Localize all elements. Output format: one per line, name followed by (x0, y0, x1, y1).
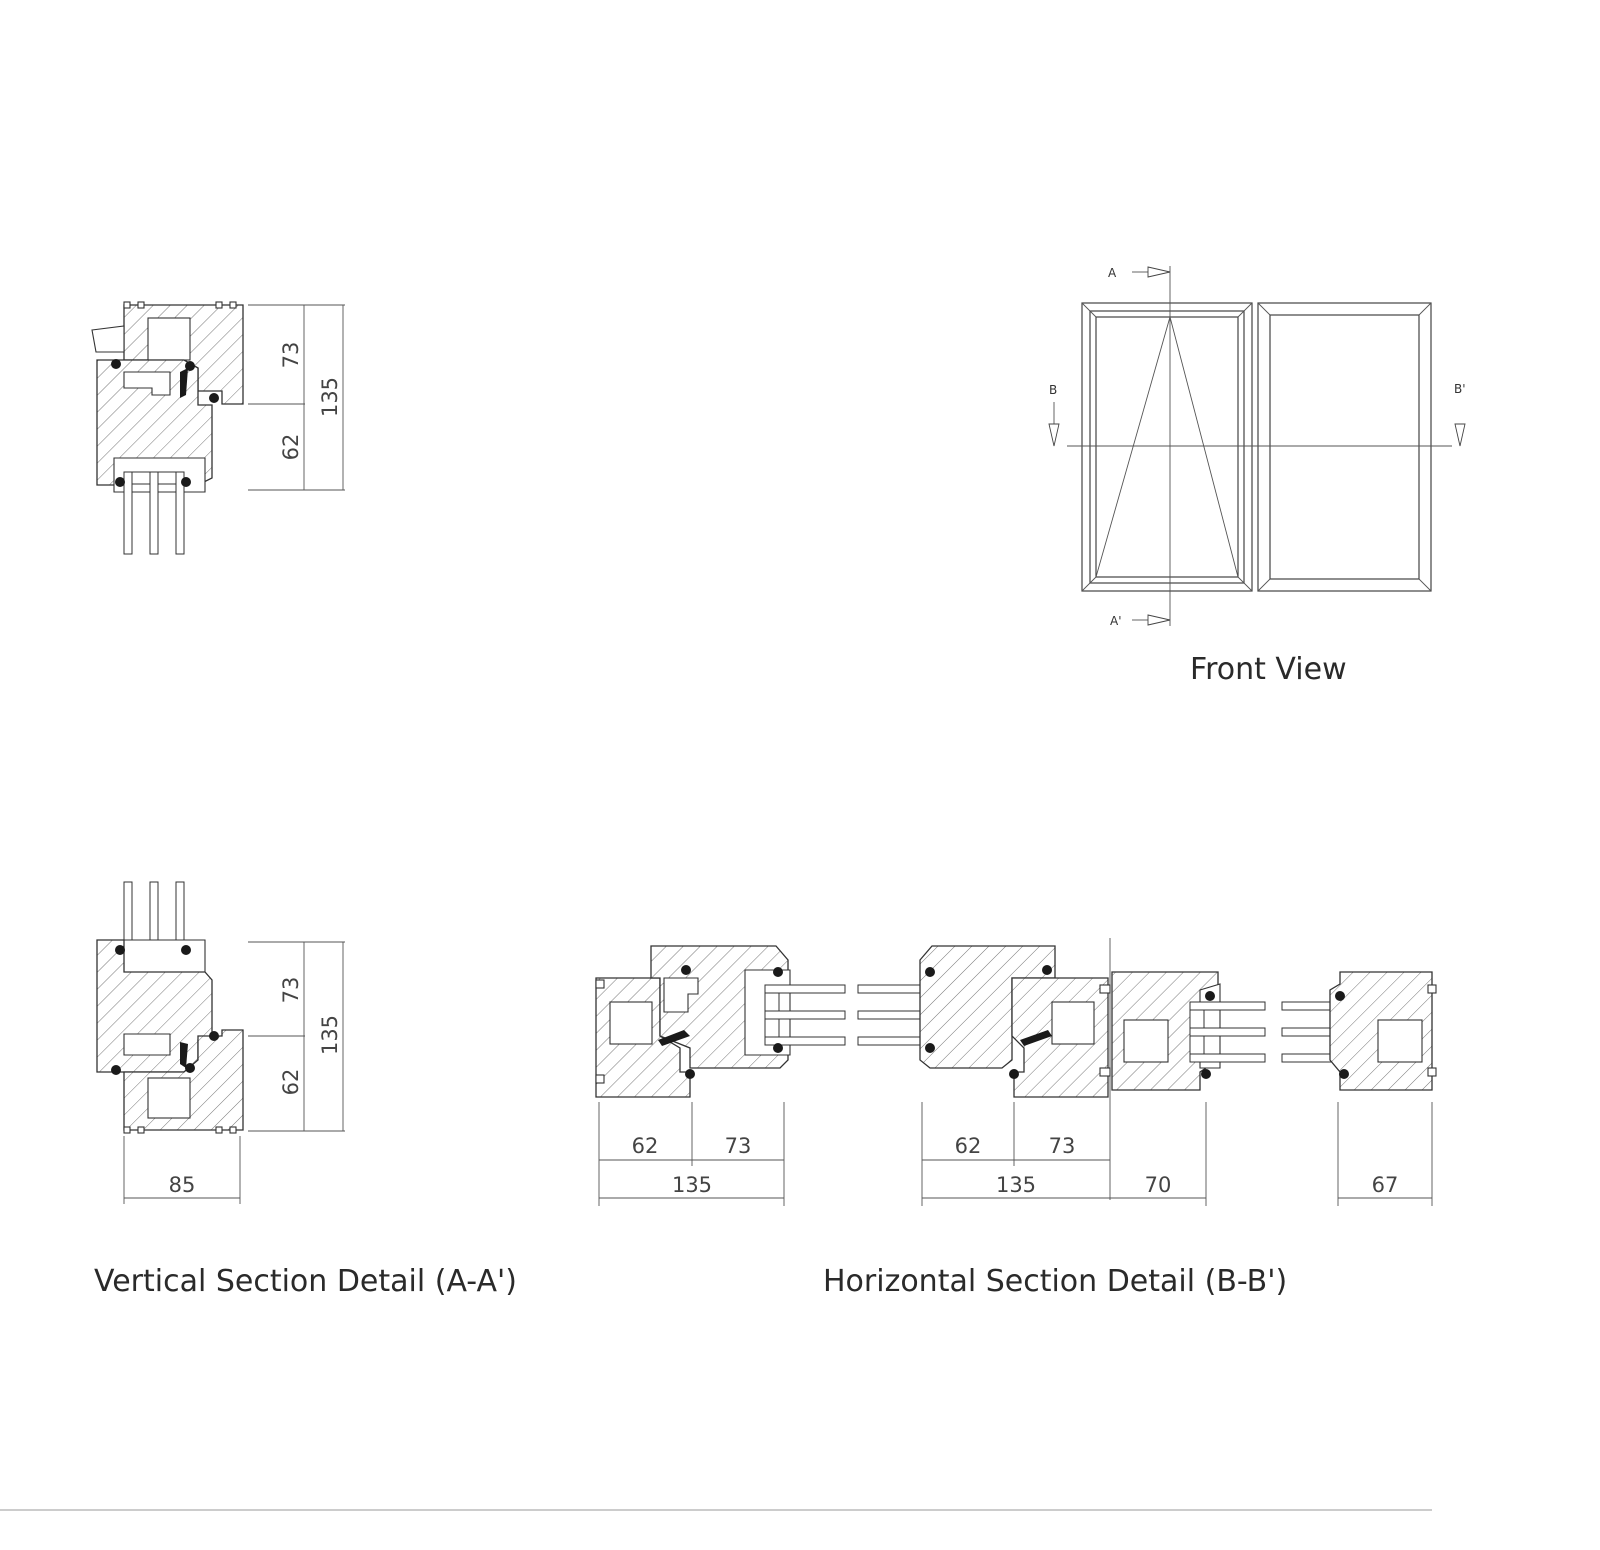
dim-left-135: 135 (672, 1173, 712, 1197)
gasket (209, 393, 219, 403)
vertical-top-dimensions: 73 62 135 (248, 304, 345, 491)
marker-b: B (1049, 383, 1057, 397)
gasket (111, 359, 121, 369)
marker-b-prime: B' (1454, 382, 1466, 396)
front-view-caption: Front View (1190, 652, 1347, 687)
vertical-section-caption: Vertical Section Detail (A-A') (94, 1264, 517, 1299)
section-arrow-b-prime: B' (1454, 382, 1466, 447)
vertical-section-top: 73 62 135 (91, 301, 345, 555)
horizontal-dimensions: 62 73 135 62 73 135 70 67 (598, 1102, 1433, 1206)
dim-bottom-upper: 73 (279, 977, 303, 1004)
dim-middle-62: 62 (955, 1134, 982, 1158)
dim-fixed-67: 67 (1372, 1173, 1399, 1197)
front-view-left-sash (1081, 302, 1253, 592)
dim-bottom-lower: 62 (279, 1069, 303, 1096)
section-arrow-a: A (1108, 266, 1171, 280)
dim-left-62: 62 (632, 1134, 659, 1158)
glass-left (764, 984, 846, 1046)
dim-bottom-width: 85 (169, 1173, 196, 1197)
horizontal-section-caption: Horizontal Section Detail (B-B') (823, 1264, 1287, 1299)
horizontal-section: 62 73 135 62 73 135 70 67 Horizontal Sec… (595, 938, 1437, 1299)
marker-a: A (1108, 266, 1117, 280)
section-arrow-b: B (1048, 383, 1060, 447)
gasket (115, 477, 125, 487)
dim-middle-73: 73 (1049, 1134, 1076, 1158)
vertical-section-bottom: 73 62 135 85 Vertical Section Detail (A-… (94, 881, 517, 1299)
dim-bottom-total: 135 (318, 1015, 342, 1055)
marker-a-prime: A' (1110, 614, 1122, 628)
front-view: A A' B B' Front View (1048, 266, 1466, 687)
dim-top-lower: 62 (279, 434, 303, 461)
gasket (181, 477, 191, 487)
vertical-bottom-dimensions: 73 62 135 85 (123, 941, 345, 1204)
dim-fixed-70: 70 (1145, 1173, 1172, 1197)
glass-unit-top (123, 471, 185, 555)
opening-direction-triangle (1095, 315, 1239, 578)
dim-middle-135: 135 (996, 1173, 1036, 1197)
front-view-right-pane (1257, 302, 1432, 592)
dim-top-upper: 73 (279, 342, 303, 369)
section-arrow-a-prime: A' (1110, 614, 1171, 628)
dim-left-73: 73 (725, 1134, 752, 1158)
dim-top-total: 135 (318, 377, 342, 417)
